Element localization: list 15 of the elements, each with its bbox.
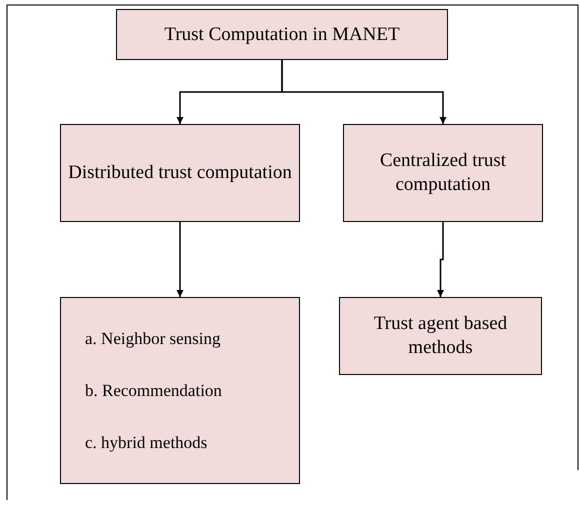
process-box [343, 124, 543, 222]
node-label: Distributed trust computation [68, 161, 292, 185]
list-item: b. Recommendation [85, 380, 222, 402]
process-box [60, 124, 300, 222]
process-box [339, 297, 542, 375]
arrow [176, 222, 184, 297]
node-label: Centralized trust computation [378, 149, 508, 197]
process-box [116, 9, 448, 60]
node-label: Trust Computation in MANET [164, 22, 400, 46]
list-item: a. Neighbor sensing [85, 328, 221, 349]
node-label: Trust agent based methods [372, 312, 508, 360]
arrow [281, 60, 446, 124]
arrow [437, 222, 444, 297]
list-box [60, 297, 300, 484]
list-item: c. hybrid methods [85, 432, 208, 454]
